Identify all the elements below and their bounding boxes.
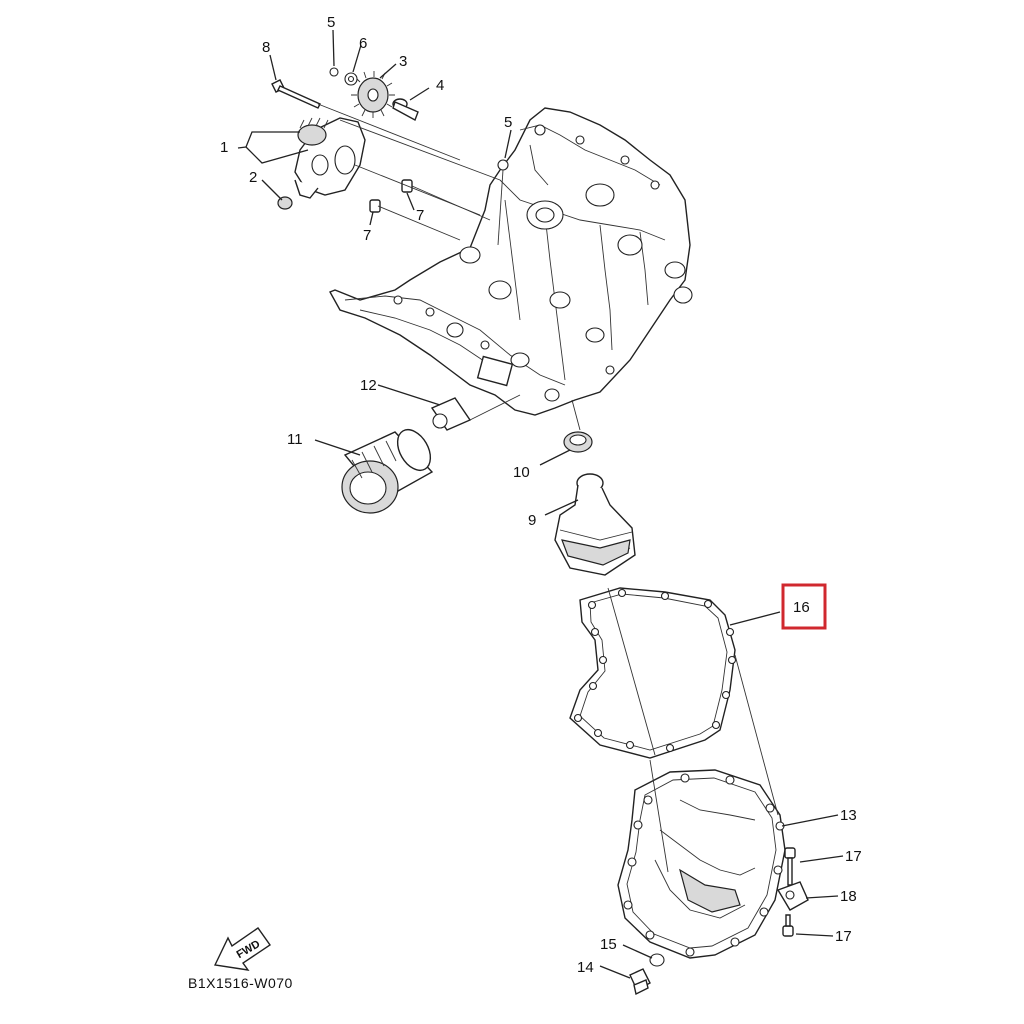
diagram-code: B1X1516-W070 <box>188 975 293 991</box>
crankcase <box>329 107 693 416</box>
drain-washer <box>649 953 665 967</box>
label-part-16: 16 <box>793 599 810 616</box>
label-part-6: 6 <box>359 35 367 52</box>
drain-bolt <box>629 968 651 996</box>
highlight-box <box>781 583 827 630</box>
label-part-1: 1 <box>220 139 228 156</box>
label-part-9: 9 <box>528 512 536 529</box>
pump-bolt <box>271 79 321 109</box>
hose-clamp <box>776 881 809 911</box>
label-part-18: 18 <box>840 888 857 905</box>
label-part-13: 13 <box>840 807 857 824</box>
oil-pan <box>617 769 786 959</box>
label-part-3: 3 <box>399 53 407 70</box>
label-part-7a: 7 <box>363 227 371 244</box>
dowel-pins <box>369 179 413 213</box>
label-part-10: 10 <box>513 464 530 481</box>
washer-hole <box>347 75 355 83</box>
pan-bolts <box>782 847 796 937</box>
drive-gear <box>351 71 395 118</box>
oil-pan-gasket <box>569 587 737 759</box>
label-part-2: 2 <box>249 169 257 186</box>
oil-filter <box>341 429 434 514</box>
label-part-8: 8 <box>262 39 270 56</box>
label-part-11: 11 <box>287 431 303 448</box>
oil-pump-assembly <box>294 117 366 199</box>
union-bolt <box>430 397 472 431</box>
pump-shaft <box>392 98 419 122</box>
label-part-5b: 5 <box>504 114 512 131</box>
label-part-7b: 7 <box>416 207 424 224</box>
label-part-15: 15 <box>600 936 617 953</box>
label-part-14: 14 <box>577 959 594 976</box>
oil-strainer <box>554 473 636 576</box>
label-part-17a: 17 <box>845 848 862 865</box>
fwd-arrow-icon: FWD <box>213 927 271 971</box>
label-part-17b: 17 <box>835 928 852 945</box>
highlight-part-16: 16 <box>781 583 827 630</box>
label-part-12: 12 <box>360 377 377 394</box>
leader-lines <box>237 29 844 979</box>
part-labels: 1 2 3 4 5 5 6 7 7 8 9 10 11 12 13 14 15 … <box>220 14 862 976</box>
circlip-2 <box>497 159 509 171</box>
label-part-4: 4 <box>436 77 444 94</box>
circlip <box>329 67 339 77</box>
assembly-lines <box>317 103 779 873</box>
plug-oring <box>563 431 593 453</box>
label-part-5a: 5 <box>327 14 335 31</box>
